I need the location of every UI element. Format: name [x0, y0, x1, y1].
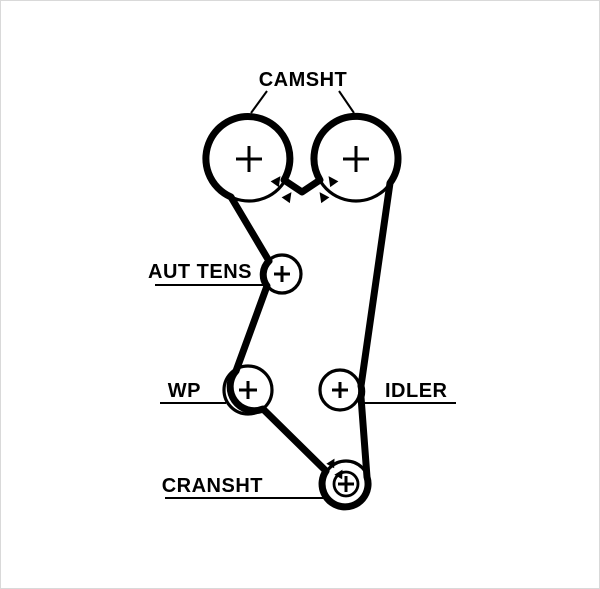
rotation-arrow-icon — [281, 192, 292, 204]
camshaft-left-center-mark — [236, 146, 262, 172]
water-pump-center-mark — [239, 381, 257, 399]
idler-center-mark — [332, 382, 348, 398]
idler-label: IDLER — [385, 380, 448, 402]
rotation-arrow-icon — [326, 458, 335, 469]
camshaft-right-center-mark — [343, 146, 369, 172]
rotation-arrow-icon — [334, 469, 343, 480]
leader-lines — [155, 90, 456, 499]
labels: CAMSHT AUT TENS WP IDLER CRANSHT — [148, 69, 448, 497]
camshaft-label: CAMSHT — [259, 69, 348, 91]
tensioner-center-mark — [274, 266, 290, 282]
crankshaft-center-mark — [338, 476, 354, 492]
crankshaft-inner-circle — [332, 470, 360, 498]
camshaft-leader-left — [250, 90, 268, 114]
rotation-arrow-icon — [270, 176, 281, 188]
rotation-arrow-icon — [328, 176, 339, 188]
timing-belt-path — [202, 112, 402, 511]
rotation-arrows — [270, 176, 343, 480]
tensioner-label: AUT TENS — [148, 261, 252, 283]
water-pump-label: WP — [168, 380, 201, 402]
crankshaft-label: CRANSHT — [162, 475, 263, 497]
rotation-arrow-icon — [319, 192, 330, 204]
camshaft-leader-right — [338, 90, 355, 114]
pulley-center-marks — [236, 146, 369, 498]
